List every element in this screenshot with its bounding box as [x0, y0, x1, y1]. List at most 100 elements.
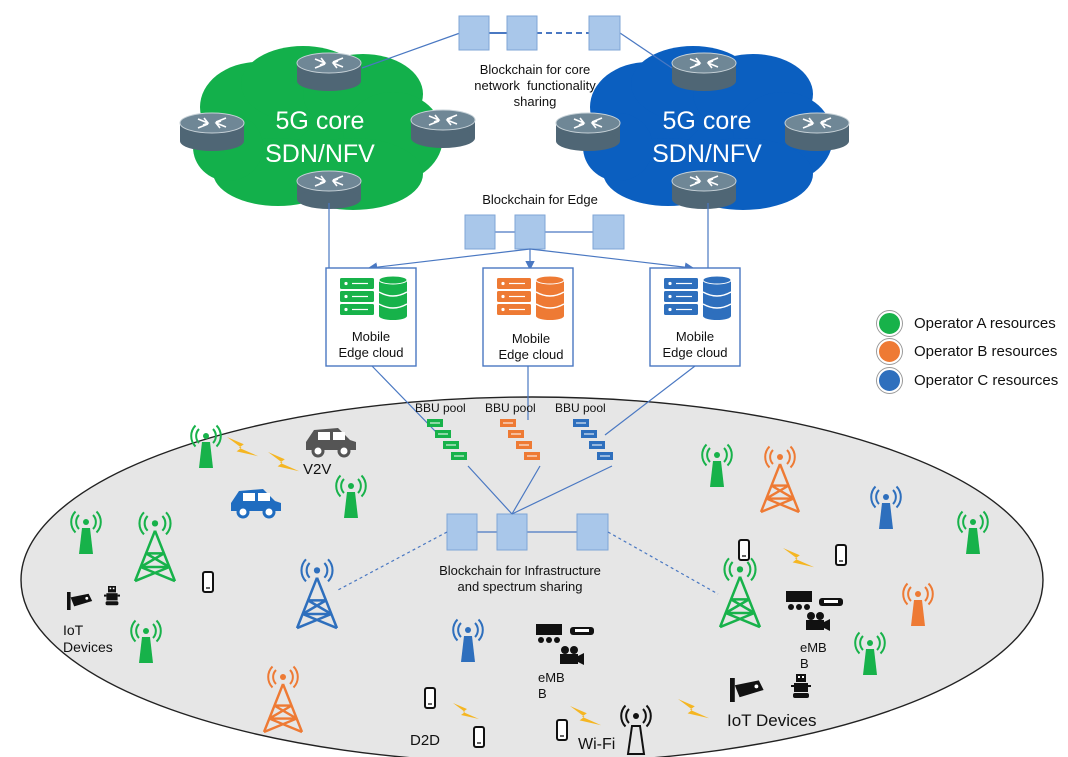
edge-cloud-c-label: Mobile Edge cloud [662, 329, 728, 360]
core-cloud-a-label: 5G core SDN/NFV [265, 107, 375, 168]
robot-eye [802, 676, 804, 678]
router-arrow [590, 120, 603, 129]
core-cloud-c-label: 5G core SDN/NFV [652, 107, 762, 168]
core-chain-block [458, 15, 490, 51]
lightning-icon [227, 437, 259, 457]
signal-wave [300, 558, 307, 583]
phone-body [738, 539, 750, 561]
legend-dot-operator-a [877, 311, 902, 336]
tower-legs [718, 576, 762, 628]
small-tower-operator-a [335, 474, 367, 518]
db-band [702, 291, 732, 297]
embb-center-label: eMB B [538, 670, 565, 701]
server-led [668, 281, 672, 286]
movie-camera-icon [560, 646, 584, 665]
antenna-tip [777, 454, 783, 460]
tower-mast [79, 528, 93, 554]
v2v-label: V2V [303, 461, 332, 478]
signal-wave [305, 562, 311, 579]
signal-wave [474, 622, 479, 638]
signal-wave [750, 557, 757, 582]
link-bbu-b-to-chain [511, 465, 541, 515]
projector-audience [804, 604, 810, 610]
wifi-access-point-icon [620, 704, 652, 755]
mobile-phone-icon [556, 719, 568, 741]
router-arrow [689, 57, 702, 66]
router-top [671, 170, 737, 192]
signal-wave [452, 618, 459, 642]
projector-audience [554, 637, 560, 643]
signal-wave [130, 619, 137, 643]
edge-cloud-a-label: Mobile Edge cloud [338, 329, 404, 360]
link-edge-a-to-bbu [371, 365, 437, 433]
small-tower-operator-a [70, 510, 102, 554]
signal-wave [979, 514, 984, 530]
vr-visor [575, 629, 589, 632]
robot-eye [798, 676, 800, 678]
router-arrow [331, 178, 344, 187]
signal-wave [982, 510, 989, 534]
router-top [555, 112, 621, 134]
router-bottom [785, 131, 849, 151]
legend-dot-operator-b [877, 339, 902, 364]
signal-wave [138, 511, 145, 536]
router-arrow [591, 117, 603, 123]
vr-headset-icon [819, 598, 843, 606]
embb-right-label: eMB B [800, 640, 827, 671]
small-tower-operator-a [957, 510, 989, 554]
robot-eye [109, 587, 112, 590]
iot-devices-right-label: IoT Devices [727, 711, 817, 730]
db-top [535, 275, 565, 285]
tower-legs [295, 577, 339, 629]
router-top [784, 112, 850, 134]
tower-mast [879, 503, 893, 529]
projector-screen [536, 624, 562, 635]
signal-wave [195, 428, 200, 444]
small-tower-operator-c [452, 618, 484, 662]
tower-bracing [263, 704, 303, 734]
db-bottom [536, 312, 564, 320]
robot-icon [791, 674, 811, 698]
d2d-label: D2D [410, 732, 441, 749]
signal-wave [726, 443, 733, 467]
router-arrow [314, 181, 326, 187]
infra-link-left [337, 531, 448, 591]
legend-label-operator-c: Operator C resources [914, 372, 1059, 389]
core-router-a-1 [179, 112, 245, 151]
signal-wave [477, 618, 484, 642]
tower-mast [199, 442, 213, 468]
signal-wave [723, 557, 730, 582]
router-bottom [672, 189, 736, 209]
lattice-tower-operator-a [718, 557, 762, 629]
router-arrow [706, 60, 719, 69]
link-bbu-a-to-chain [467, 465, 513, 515]
core-router-a-0 [296, 52, 362, 91]
lightning-icon [453, 703, 479, 719]
router-bottom [297, 189, 361, 209]
router-arrow [573, 123, 585, 129]
signal-wave [215, 424, 222, 448]
core-chain-block [506, 15, 538, 51]
signal-wave [357, 478, 362, 494]
server-led [344, 281, 348, 286]
phone-body [835, 544, 847, 566]
signal-wave [135, 623, 140, 639]
arrow-to-edge-a [367, 248, 531, 272]
signal-wave [875, 489, 880, 505]
antenna-tip [867, 640, 873, 646]
signal-wave [143, 515, 149, 532]
signal-wave [212, 428, 217, 444]
antenna-tip [313, 567, 321, 574]
core-chain-block [588, 15, 621, 51]
bbu-pool-a-label: BBU pool [415, 401, 466, 415]
signal-wave [323, 562, 329, 579]
db-top [378, 275, 408, 285]
router-arrow [446, 114, 458, 120]
mobile-phone-icon [473, 726, 485, 748]
car-wheel [236, 505, 250, 519]
router-arrow [707, 175, 719, 181]
ap-mast [626, 725, 646, 755]
tower-mast [461, 636, 475, 662]
signal-wave [924, 586, 929, 602]
